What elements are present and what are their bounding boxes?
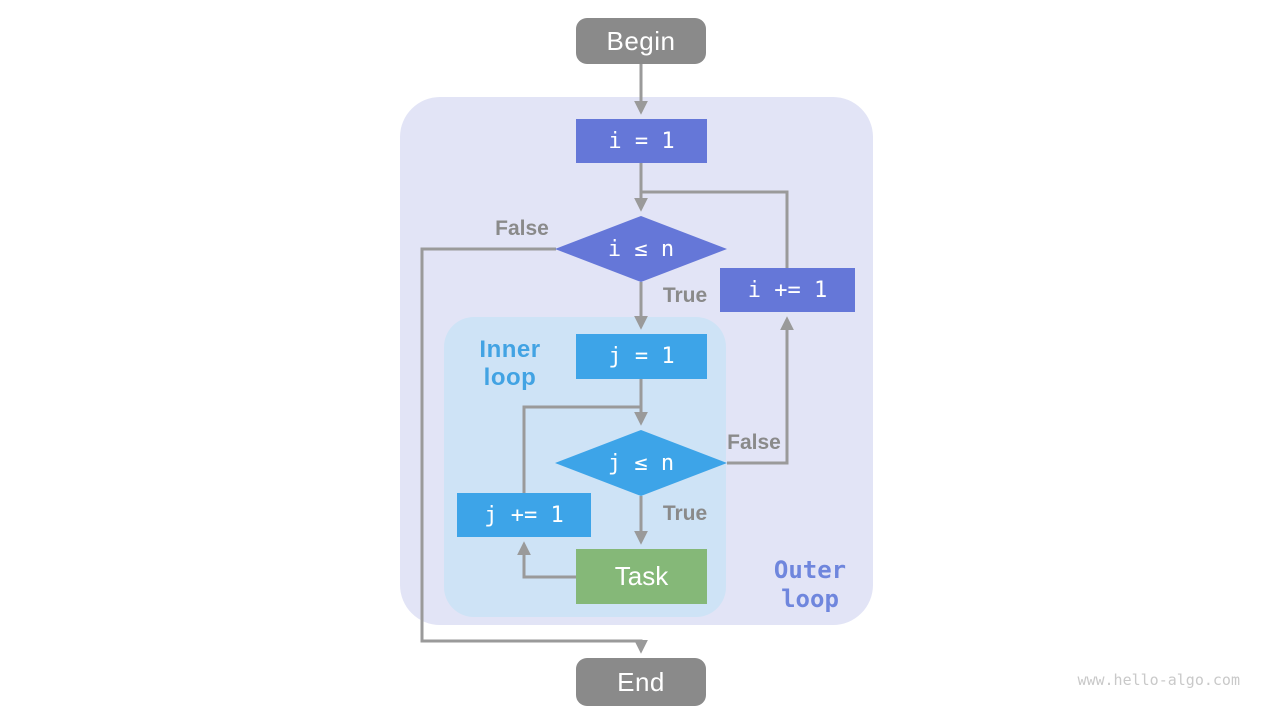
node-task: Task <box>576 549 707 604</box>
edge-label-inner-false: False <box>727 431 781 454</box>
outer-loop-label: Outer loop <box>752 556 868 614</box>
node-j-init: j = 1 <box>576 334 707 379</box>
edge-label-outer-false: False <box>495 217 549 240</box>
node-i-increment: i += 1 <box>720 268 855 312</box>
edge-label-inner-true: True <box>662 502 708 525</box>
node-j-increment: j += 1 <box>457 493 591 537</box>
edge-label-outer-true: True <box>662 284 708 307</box>
site-watermark: www.hello-algo.com <box>1077 671 1240 689</box>
edge-task-to-j-incr <box>517 541 577 579</box>
node-end: End <box>576 658 706 706</box>
node-begin: Begin <box>576 18 706 64</box>
edge-i-incr-return <box>642 190 789 268</box>
inner-loop-label-line1: Inner <box>479 336 541 363</box>
outer-loop-label-line1: Outer <box>773 556 847 584</box>
edge-j-incr-return <box>522 405 642 493</box>
outer-loop-label-line2: loop <box>781 585 839 613</box>
edge-i-cond-false-to-end <box>420 247 648 654</box>
edge-j-cond-false-to-i-incr <box>727 316 794 465</box>
inner-loop-label-line2: loop <box>483 364 537 391</box>
inner-loop-label: Inner loop <box>458 336 562 392</box>
node-i-init: i = 1 <box>576 119 707 163</box>
